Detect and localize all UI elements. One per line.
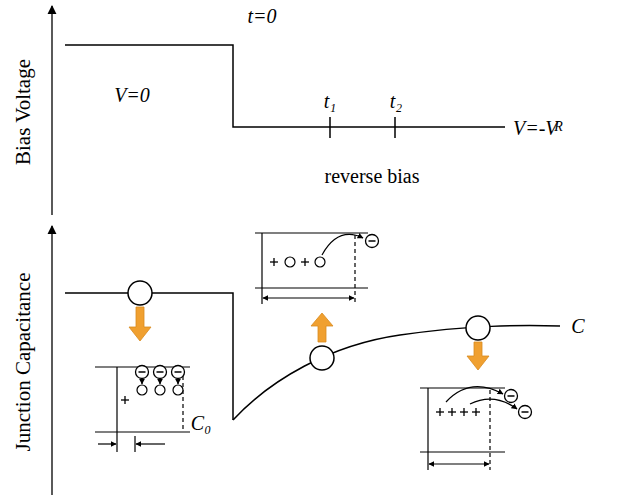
band-inset-zero-bias xyxy=(154,366,167,379)
region-label: reverse bias xyxy=(325,165,420,187)
orange-arrows xyxy=(129,307,151,341)
band-inset-emptied xyxy=(429,463,489,464)
band-inset-zero-bias xyxy=(121,396,129,404)
band-inset-zero-bias xyxy=(95,367,190,452)
band-inset-zero-bias xyxy=(177,379,178,384)
band-inset-emptied xyxy=(460,408,468,416)
capacitance-trace xyxy=(310,346,334,370)
time-marker: t₁ xyxy=(324,90,337,112)
band-inset-emission xyxy=(270,258,278,266)
band-inset-emptied xyxy=(420,387,517,470)
band-inset-emission xyxy=(301,258,309,266)
capacitance-trace xyxy=(466,316,490,340)
curve-label: C xyxy=(571,315,584,337)
band-inset-emission xyxy=(354,235,355,304)
band-inset-zero-bias xyxy=(172,366,185,379)
subscript: R xyxy=(554,119,563,134)
voltage-axes xyxy=(51,6,52,215)
band-inset-emptied xyxy=(505,390,518,403)
orange-arrows xyxy=(467,342,489,370)
band-inset-zero-bias xyxy=(155,385,165,395)
band-inset-emission xyxy=(255,232,368,233)
curve-label: C₀ xyxy=(191,412,211,434)
orange-arrows xyxy=(129,307,489,370)
band-inset-emptied xyxy=(436,408,444,416)
band-inset-emptied xyxy=(420,451,505,452)
capacitance-trace xyxy=(128,281,152,305)
band-inset-zero-bias xyxy=(173,385,183,395)
band-inset-emission xyxy=(322,234,363,255)
band-inset-emptied xyxy=(420,387,532,470)
band-inset-emptied xyxy=(519,406,532,419)
band-inset-zero-bias xyxy=(136,443,165,444)
voltage-label: V=-V xyxy=(513,117,558,139)
band-inset-zero-bias xyxy=(141,379,142,384)
band-inset-zero-bias xyxy=(136,366,149,379)
band-inset-emission xyxy=(255,233,379,304)
band-inset-zero-bias xyxy=(182,369,183,432)
voltage-trace xyxy=(394,117,396,138)
band-inset-zero-bias xyxy=(137,385,147,395)
voltage-trace xyxy=(65,45,505,138)
band-inset-emission xyxy=(261,233,262,304)
band-inset-emptied xyxy=(472,408,480,416)
capacitance-trace xyxy=(65,293,233,420)
band-inset-emission xyxy=(315,257,325,267)
band-inset-zero-bias xyxy=(98,443,116,444)
band-inset-emission xyxy=(285,257,295,267)
capacitance-trace xyxy=(65,281,560,420)
voltage-trace xyxy=(329,117,331,138)
band-inset-zero-bias xyxy=(95,431,190,432)
band-inset-zero-bias xyxy=(159,379,160,384)
capacitance-trace xyxy=(233,326,560,420)
band-inset-emission xyxy=(255,287,368,288)
axis-title: Junction Capacitance xyxy=(12,272,35,451)
voltage-trace xyxy=(65,45,505,127)
band-inset-emptied xyxy=(489,390,490,470)
band-inset-emptied xyxy=(427,388,428,470)
band-inset-emission xyxy=(366,235,379,248)
time-label: t=0 xyxy=(247,5,276,27)
band-inset-emission xyxy=(255,233,368,304)
band-inset-zero-bias xyxy=(116,367,117,452)
orange-arrows xyxy=(311,313,333,342)
voltage-axes xyxy=(51,6,52,215)
capacitance-axes xyxy=(51,226,52,495)
time-marker: t₂ xyxy=(390,90,403,112)
band-inset-zero-bias xyxy=(95,366,190,453)
band-inset-emptied xyxy=(420,387,505,388)
band-inset-zero-bias xyxy=(134,436,135,452)
voltage-label: V=0 xyxy=(114,84,150,106)
band-inset-emission xyxy=(263,297,354,298)
axis-title: Bias Voltage xyxy=(12,59,35,165)
capacitance-axes xyxy=(51,226,52,495)
band-inset-emptied xyxy=(448,408,456,416)
